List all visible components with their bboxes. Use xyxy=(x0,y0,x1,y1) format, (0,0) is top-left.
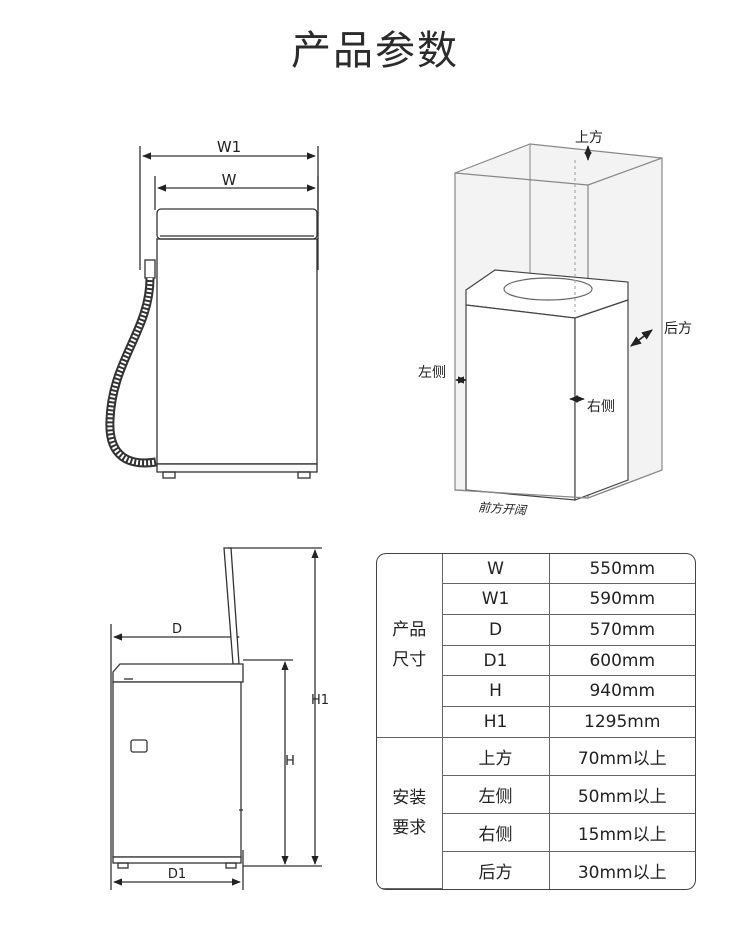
top-label: 上方 xyxy=(575,130,603,146)
right-label: 右侧 xyxy=(587,399,615,415)
spec-value: 590mm xyxy=(548,583,695,616)
spec-value: 940mm xyxy=(548,675,695,708)
side-top-panel xyxy=(112,663,244,683)
table-row: 安装 要求 上方 70mm以上 xyxy=(377,736,695,889)
spec-value: 570mm xyxy=(548,614,695,646)
product-size-group: 产品 尺寸 xyxy=(377,554,443,738)
clearance-diagram xyxy=(454,143,663,501)
d-label: D xyxy=(172,622,182,637)
inlet-valve xyxy=(144,259,156,279)
w1-label: W1 xyxy=(217,138,241,156)
spec-table: 产品 尺寸 W 550mm W1 590mm D 570mm D1 600mm … xyxy=(376,553,696,890)
washer-foot-right xyxy=(297,471,311,479)
spec-key: W1 xyxy=(442,583,550,616)
table-row: 产品 尺寸 W 550mm xyxy=(377,554,695,738)
washer-side-face xyxy=(574,299,629,501)
spec-key: D1 xyxy=(442,644,550,677)
washer-foot-left xyxy=(162,471,176,479)
install-requirement-group: 安装 要求 xyxy=(377,736,443,889)
drain-hose xyxy=(105,277,157,468)
table-row: H 940mm xyxy=(377,675,695,708)
spec-key: D xyxy=(442,614,550,646)
detergent-drawer xyxy=(130,739,148,753)
spec-value: 15mm以上 xyxy=(548,812,695,852)
spec-value: 1295mm xyxy=(548,706,695,738)
table-row: H1 1295mm xyxy=(377,706,695,738)
d1-label: D1 xyxy=(168,867,186,882)
spec-key: H xyxy=(442,675,550,708)
spec-key: 上方 xyxy=(441,736,550,776)
side-view-diagram xyxy=(110,547,322,890)
left-label: 左侧 xyxy=(418,365,446,381)
open-lid xyxy=(223,547,240,665)
table-row: 后方 30mm以上 xyxy=(377,850,695,889)
washer-lid xyxy=(156,208,318,240)
spec-key: H1 xyxy=(442,706,550,738)
spec-value: 50mm以上 xyxy=(548,774,695,814)
washer-drum-opening xyxy=(503,277,593,301)
front-view-diagram xyxy=(105,146,319,479)
table-row: 右侧 15mm以上 xyxy=(377,812,695,852)
spec-value: 550mm xyxy=(548,554,695,585)
front-label: 前方开阔 xyxy=(478,500,529,517)
h-label: H xyxy=(285,754,295,769)
w-label: W xyxy=(222,171,237,189)
spec-value: 70mm以上 xyxy=(548,736,695,776)
back-clearance-arrow xyxy=(630,329,653,347)
washer-front-face xyxy=(465,304,576,501)
back-label: 后方 xyxy=(664,321,692,337)
table-row: W1 590mm xyxy=(377,583,695,616)
washer-body xyxy=(156,238,318,465)
page-title: 产品参数 xyxy=(291,28,459,74)
spec-key: 右侧 xyxy=(442,812,550,852)
h1-label: H1 xyxy=(311,693,329,708)
spec-key: 左侧 xyxy=(442,774,550,814)
spec-key: W xyxy=(441,554,550,585)
side-body xyxy=(112,681,242,858)
spec-value: 30mm以上 xyxy=(548,850,695,889)
table-row: D1 600mm xyxy=(377,644,695,677)
spec-value: 600mm xyxy=(548,644,695,677)
spec-key: 后方 xyxy=(442,850,550,889)
